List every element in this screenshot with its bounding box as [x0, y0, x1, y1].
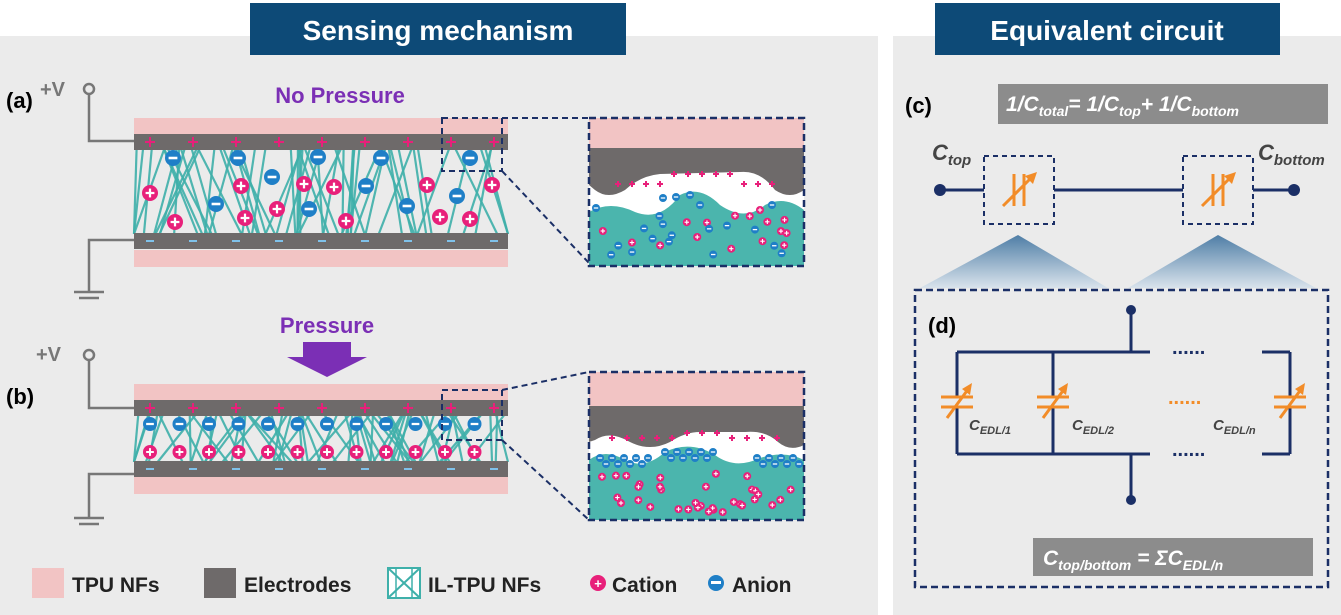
panel-b-caption: Pressure [280, 313, 374, 338]
panel-b-tag: (b) [6, 384, 34, 409]
panel-b-zoom-region [441, 389, 503, 441]
left-header-box [250, 3, 626, 55]
parallel-dots-middle: ...... [1168, 387, 1201, 409]
left-header-title: Sensing mechanism [303, 15, 574, 46]
parallel-node-top [1126, 305, 1136, 315]
parallel-node-bottom [1126, 495, 1136, 505]
panel-a-device [132, 118, 510, 267]
c-edl-n-label: CEDL/n [1213, 417, 1256, 437]
panel-b-device [132, 384, 510, 494]
c-edl-2-capacitor-icon [1037, 383, 1069, 419]
parallel-dots-bottom: ...... [1172, 439, 1205, 461]
panel-a-caption: No Pressure [275, 83, 405, 108]
c-top-label: Ctop [932, 140, 971, 169]
c-edl-n-capacitor-icon [1274, 383, 1306, 419]
right-header-box [935, 3, 1280, 55]
panel-a-tag: (a) [6, 88, 33, 113]
legend-tpu-label: TPU NFs [72, 574, 160, 597]
svg-text:+: + [594, 576, 602, 591]
c-edl-2-label: CEDL/2 [1072, 417, 1114, 437]
right-header-title: Equivalent circuit [990, 15, 1223, 46]
panel-d-tag: (d) [928, 313, 956, 338]
c-top-variable-capacitor-icon [1001, 172, 1037, 208]
panel-d-formula: Ctop/bottom = ΣCEDL/n [1043, 547, 1223, 573]
panel-a-zoom-region [441, 117, 503, 172]
panel-d-box [913, 288, 1330, 589]
legend-anion-label: Anion [732, 574, 791, 597]
panel-a-wiring [74, 82, 134, 300]
panel-b-wiring [74, 348, 134, 526]
c-edl-1-capacitor-icon [941, 383, 973, 419]
legend-electrodes-swatch [204, 568, 236, 598]
panel-a-zoom-view [587, 116, 806, 268]
c-bottom-capacitor-box [1182, 155, 1254, 225]
legend-electrodes-label: Electrodes [244, 574, 351, 597]
panel-b-zoom-view [587, 370, 806, 522]
parallel-dots-top: ...... [1172, 337, 1205, 359]
panel-a-voltage: +V [40, 79, 66, 101]
panel-c-formula: 1/Ctotal= 1/Ctop+ 1/Cbottom [1006, 93, 1239, 119]
panel-a-zoom-line-bottom [501, 170, 590, 264]
panel-c-formula-box [998, 84, 1328, 124]
zoom-cone-left [920, 235, 1108, 288]
legend-il-tpu-swatch [387, 567, 421, 599]
legend-tpu-swatch [32, 568, 64, 598]
c-bottom-label: Cbottom [1258, 140, 1325, 169]
c-bottom-variable-capacitor-icon [1200, 172, 1236, 208]
zoom-cone-right [1128, 235, 1316, 288]
c-edl-1-label: CEDL/1 [969, 417, 1011, 437]
legend-anion-icon [708, 575, 724, 591]
pressure-arrow [287, 342, 367, 377]
panel-b-voltage: +V [36, 344, 62, 366]
legend-cation-icon: + [590, 575, 606, 591]
legend-cation-label: Cation [612, 574, 677, 597]
legend: TPU NFs Electrodes IL-TPU NFs + Cation A… [32, 567, 791, 599]
panel-b-zoom-line-top [501, 371, 590, 391]
panel-c-tag: (c) [905, 93, 932, 118]
panel-d-formula-box [1033, 538, 1313, 576]
legend-il-tpu-label: IL-TPU NFs [428, 574, 541, 597]
